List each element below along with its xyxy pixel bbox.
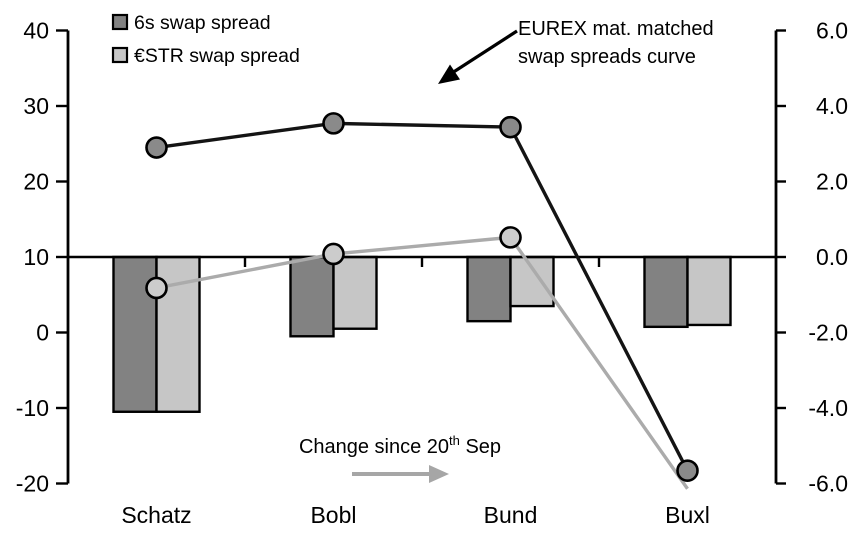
legend-swatch-icon (111, 13, 129, 31)
y-axis-right-label: -2.0 (808, 320, 848, 346)
marker-6s-curve-schatz (145, 136, 168, 159)
marker-estr-curve-schatz (145, 276, 168, 300)
bar-estr-buxl (686, 255, 732, 327)
y-axis-right-label: -4.0 (808, 395, 848, 421)
x-axis-label-bund: Bund (484, 502, 538, 528)
marker-6s-curve-buxl (676, 459, 699, 482)
annotation-arrow-line (451, 29, 518, 75)
bar-estr-bobl (332, 255, 378, 330)
y-axis-left-label: -10 (16, 395, 49, 421)
annotation-eurex: EUREX mat. matched swap spreads curve (438, 18, 714, 84)
y-axis-left-label: 20 (23, 169, 49, 195)
marker-6s-curve-bund (499, 115, 522, 139)
note-change-since: Change since 20th Sep (299, 433, 501, 483)
legend-item-6s: 6s swap spread (111, 12, 271, 34)
bar-6s-bund (466, 255, 512, 323)
y-axis-left: 40 30 20 10 0 -10 -20 (16, 18, 70, 497)
line-6s-curve (145, 112, 699, 482)
y-axis-right-label: 4.0 (816, 93, 848, 119)
line-estr-curve (145, 226, 689, 490)
annotation-line1: EUREX mat. matched (518, 18, 714, 40)
note-text: Change since 20th Sep (299, 433, 501, 458)
y-axis-left-label: -20 (16, 471, 49, 497)
x-axis-label-bobl: Bobl (310, 502, 356, 528)
y-axis-left-label: 30 (23, 93, 49, 119)
y-axis-right: 6.0 4.0 2.0 0.0 -2.0 -4.0 -6.0 (774, 18, 848, 497)
line-path-estr-curve (156, 235, 689, 490)
legend: 6s swap spread €STR swap spread (111, 12, 300, 67)
legend-label: 6s swap spread (134, 12, 271, 34)
y-axis-left-label: 0 (36, 320, 49, 346)
y-axis-left-label: 40 (23, 18, 49, 44)
legend-item-estr: €STR swap spread (111, 45, 300, 67)
annotation-line2: swap spreads curve (518, 46, 696, 68)
bar-estr-bund (509, 255, 555, 308)
y-axis-right-label: 2.0 (816, 169, 848, 195)
marker-estr-curve-bund (499, 226, 522, 249)
y-axis-right-label: 6.0 (816, 18, 848, 44)
y-axis-left-label: 10 (23, 244, 49, 270)
x-axis-label-schatz: Schatz (121, 502, 191, 528)
line-path-6s-curve (156, 121, 690, 472)
x-axis-labels: Schatz Bobl Bund Buxl (121, 502, 710, 528)
y-axis-right-label: 0.0 (816, 244, 848, 270)
arrow-right-icon (429, 465, 449, 483)
legend-swatch-icon (111, 46, 129, 64)
bar-6s-bobl (289, 255, 335, 338)
legend-label: €STR swap spread (134, 45, 300, 67)
x-axis-label-buxl: Buxl (665, 502, 710, 528)
bar-6s-buxl (643, 255, 689, 329)
marker-6s-curve-bobl (322, 112, 345, 135)
arrow-down-left-icon (438, 64, 460, 84)
y-axis-right-label: -6.0 (808, 471, 848, 497)
marker-estr-curve-bobl (322, 242, 345, 266)
